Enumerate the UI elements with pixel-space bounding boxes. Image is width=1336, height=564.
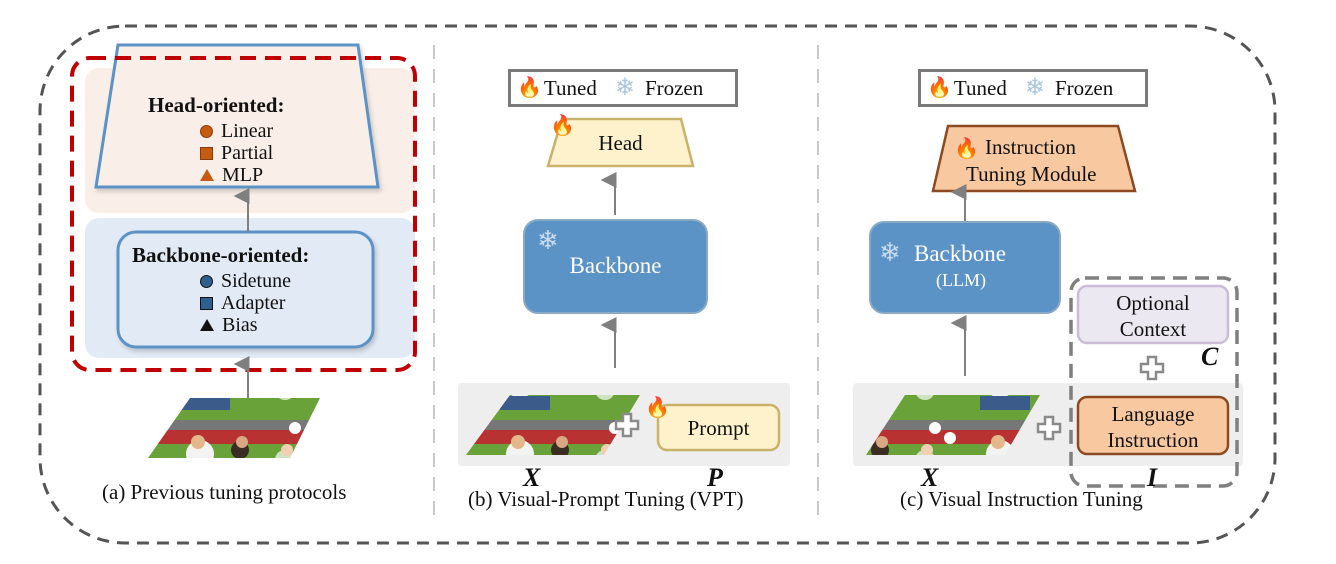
fire-icon: 🔥 <box>550 115 575 137</box>
plus-icon <box>1139 355 1165 381</box>
list-item: Partial <box>200 142 273 164</box>
module-label-line2: Tuning Module <box>966 162 1097 186</box>
list-item: Adapter <box>200 292 291 314</box>
fire-icon: 🔥 <box>954 138 979 160</box>
triangle-marker-icon <box>200 169 214 181</box>
input-image-a <box>148 398 320 458</box>
square-marker-icon <box>200 146 213 160</box>
legend-c: 🔥 Tuned ❄ Frozen <box>918 69 1148 107</box>
optional-context-line2: Context <box>1119 317 1187 341</box>
head-oriented-title: Head-oriented: <box>148 93 285 117</box>
square-marker-icon <box>200 296 213 310</box>
head-label-b: Head <box>598 131 643 155</box>
backbone-box-b <box>523 219 708 314</box>
input-image-c <box>866 395 1040 455</box>
backbone-box <box>116 230 375 349</box>
snowflake-icon: ❄ <box>879 238 901 267</box>
head-oriented-list: Linear Partial MLP <box>200 120 273 186</box>
list-item: Bias <box>200 314 291 336</box>
variable-p: P <box>707 463 723 492</box>
language-instruction-line1: Language <box>1111 402 1195 426</box>
optional-context-line1: Optional <box>1116 291 1190 315</box>
variable-c: C <box>1201 342 1219 371</box>
list-item: Sidetune <box>200 270 291 292</box>
plus-icon <box>614 412 640 438</box>
backbone-oriented-title: Backbone-oriented: <box>132 243 310 267</box>
fire-icon: 🔥 <box>927 77 952 99</box>
backbone-oriented-list: Sidetune Adapter Bias <box>200 270 291 336</box>
language-instruction-line2: Instruction <box>1107 428 1199 452</box>
head-box-b <box>546 117 695 168</box>
circle-marker-icon <box>200 274 213 288</box>
backbone-label-b: Backbone <box>569 253 662 278</box>
input-image-b <box>466 395 640 455</box>
module-label-line1: Instruction <box>985 135 1076 159</box>
fire-icon: 🔥 <box>517 77 542 99</box>
legend-frozen-label: Frozen <box>1054 75 1114 100</box>
prompt-box <box>656 403 781 452</box>
legend-tuned-label: Tuned <box>543 75 597 100</box>
variable-x-b: X <box>523 463 541 492</box>
head-trapezoid <box>94 43 380 189</box>
caption-a: (a) Previous tuning protocols <box>102 480 347 504</box>
legend-tuned-label: Tuned <box>953 75 1007 100</box>
language-instruction-box <box>1076 395 1230 456</box>
snowflake-icon: ❄ <box>614 75 635 101</box>
backbone-sub-label: (LLM) <box>936 270 986 290</box>
caption-c: (c) Visual Instruction Tuning <box>900 487 1143 511</box>
variable-i: I <box>1147 463 1158 492</box>
snowflake-icon: ❄ <box>537 226 559 255</box>
outer-frame <box>38 24 1277 545</box>
plus-icon <box>1036 415 1062 441</box>
caption-b: (b) Visual-Prompt Tuning (VPT) <box>468 487 744 511</box>
triangle-marker-icon <box>200 319 214 331</box>
backbone-label-c: Backbone <box>914 241 1006 266</box>
prompt-label: Prompt <box>687 416 750 440</box>
legend-frozen-label: Frozen <box>644 75 704 100</box>
backbone-box-c <box>869 221 1061 314</box>
panel-a-dashed-group <box>70 56 417 372</box>
fire-icon: 🔥 <box>645 397 670 419</box>
variable-x-c: X <box>921 463 939 492</box>
instruction-tuning-module <box>931 124 1137 193</box>
context-instruction-group <box>1069 276 1239 488</box>
snowflake-icon: ❄ <box>1024 75 1045 101</box>
optional-context-box <box>1076 284 1230 345</box>
circle-marker-icon <box>200 124 213 138</box>
legend-b: 🔥 Tuned ❄ Frozen <box>508 69 738 107</box>
list-item: MLP <box>200 164 273 186</box>
list-item: Linear <box>200 120 273 142</box>
